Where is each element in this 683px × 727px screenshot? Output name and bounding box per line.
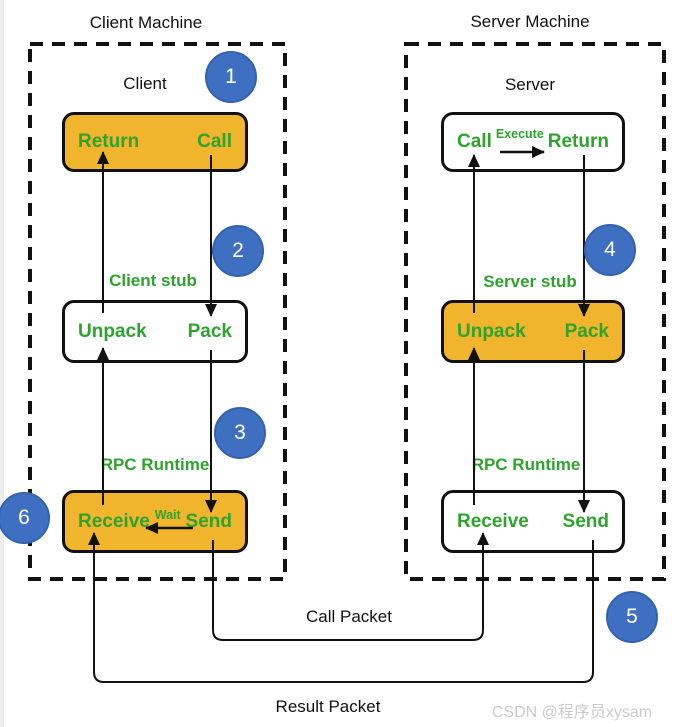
client-pack-label: Pack: [187, 320, 232, 342]
server-return-label: Return: [547, 131, 609, 152]
server-stub-box: Unpack Pack: [441, 300, 625, 363]
client-unpack-label: Unpack: [78, 320, 147, 342]
server-pack-label: Pack: [564, 320, 609, 342]
client-stub-box: Unpack Pack: [62, 300, 248, 363]
server-call-return-box: Call Execute Return: [441, 112, 625, 172]
client-return-label: Return: [78, 131, 140, 152]
client-rpc-runtime-box: Receive Wait Send: [62, 490, 248, 553]
client-rpc-runtime-title: RPC Runtime: [100, 455, 210, 474]
client-call-return-box: Return Call: [62, 112, 248, 172]
watermark-text: CSDN @程序员xysam: [491, 704, 653, 721]
client-call-label: Call: [197, 131, 232, 152]
server-receive-label: Receive: [457, 510, 529, 532]
server-unpack-label: Unpack: [457, 320, 526, 342]
step-badge-1: 1: [205, 51, 257, 103]
step-badge-5: 5: [606, 591, 658, 643]
call-packet-label: Call Packet: [306, 607, 392, 626]
client-wait-label: Wait: [154, 507, 181, 522]
client-machine-title: Client Machine: [89, 13, 203, 32]
server-send-label: Send: [562, 510, 609, 532]
server-call-label: Call: [457, 131, 492, 152]
step-number: 1: [225, 65, 237, 88]
client-send-label: Send: [185, 510, 232, 532]
step-number: 3: [234, 421, 246, 444]
step-badge-6: 6: [0, 492, 50, 544]
result-packet-label: Result Packet: [275, 697, 381, 716]
step-number: 6: [18, 506, 30, 529]
server-execute-label: Execute: [495, 127, 544, 141]
server-machine-title: Server Machine: [470, 12, 590, 31]
step-number: 4: [604, 238, 616, 261]
step-number: 2: [232, 239, 244, 262]
step-number: 5: [626, 605, 638, 628]
server-stub-title: Server stub: [483, 272, 577, 291]
server-rpc-runtime-title: RPC Runtime: [471, 455, 581, 474]
step-badge-4: 4: [584, 224, 636, 276]
page-edge-strip: [0, 0, 4, 727]
server-rpc-runtime-box: Receive Send: [441, 490, 625, 553]
client-receive-label: Receive: [78, 510, 150, 532]
client-title: Client: [123, 74, 167, 93]
server-title: Server: [504, 75, 556, 94]
client-stub-title: Client stub: [109, 271, 197, 290]
step-badge-3: 3: [214, 407, 266, 459]
step-badge-2: 2: [212, 225, 264, 277]
